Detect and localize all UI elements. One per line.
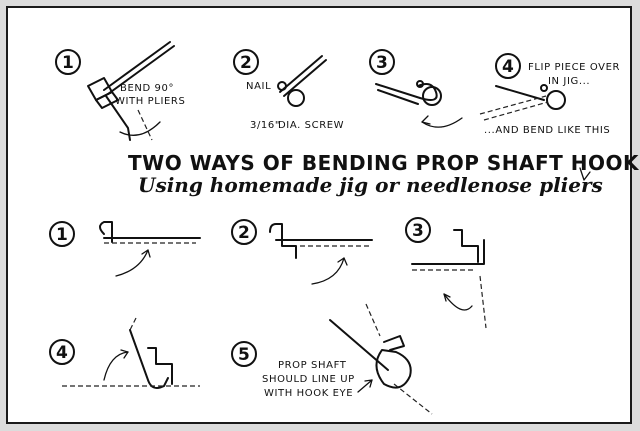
label: BEND 90° [120,83,174,94]
step-number: 2 [240,53,252,73]
step-number-circle [49,221,75,247]
wire [105,95,131,141]
arrow-head [337,257,348,266]
bottom-step-4: 4 [49,317,200,389]
diagram-title: TWO WAYS OF BENDING PROP SHAFT HOOKS [128,151,640,175]
arrow-head [443,293,451,302]
wire [269,223,297,259]
wire [453,229,479,263]
wire [129,329,169,389]
arrow-head [141,249,151,258]
wire [495,85,545,101]
pliers-jaw-icon [95,91,119,109]
bend-guide-dashed [479,95,547,115]
nail-icon [277,81,287,91]
bottom-step-2: 2 [231,219,373,285]
bend-guide-dashed [365,303,381,337]
hook-eye [375,349,412,389]
wire [99,221,113,243]
label: 3/16" [250,120,280,131]
screw-icon [422,86,442,106]
diagram-panel [6,6,632,424]
bend-arrow [119,121,161,136]
bend-guide-dashed [129,317,137,331]
bottom-step-1: 1 [49,221,201,277]
bend-arrow [311,257,345,285]
step-number: 4 [502,57,514,77]
step-number-circle [495,53,521,79]
step-number-circle [231,219,257,245]
step-number: 4 [56,343,68,363]
arrow-head [421,115,431,125]
bend-arrow [115,249,149,277]
label: SHOULD LINE UP [262,374,355,385]
bottom-step-5: 5 PROP SHAFT SHOULD LINE UP WITH HOOK EY… [231,303,433,415]
bend-guide-dashed [479,275,487,329]
arrow-head [120,349,129,359]
label: PROP SHAFT [278,360,347,371]
wire [147,347,173,385]
step-number: 5 [238,345,250,365]
wire [107,45,175,95]
step-number: 3 [412,221,424,241]
top-step-1: 1 BEND 90° WITH PLIERS [55,41,185,141]
step-number-circle [405,217,431,243]
nail-icon [416,80,424,88]
step-number: 1 [56,225,68,245]
label: ...AND BEND LIKE THIS [484,125,610,136]
label: WITH PLIERS [115,96,185,107]
wire [411,239,485,265]
label: FLIP PIECE OVER [528,62,620,73]
nail-icon [540,84,548,92]
prop-shaft [329,319,389,371]
wire [377,89,419,105]
arrow-head [364,379,373,388]
pliers-jaw-icon [87,77,113,101]
label: WITH HOOK EYE [264,388,353,399]
step-number-circle [49,339,75,365]
step-number: 2 [238,223,250,243]
screw-icon [287,89,305,107]
top-step-3: 3 [369,49,463,128]
wire [383,335,405,351]
bend-arrow [103,351,129,381]
screw-icon [546,90,566,110]
bottom-step-3: 3 [405,217,487,329]
step-number: 1 [62,53,74,73]
wire [103,41,171,91]
step-number-circle [369,49,395,75]
step-number-circle [233,49,259,75]
wire [283,59,327,97]
pointer-arrow [357,379,373,393]
label: IN JIG... [548,76,590,87]
top-step-4: 4 FLIP PIECE OVER IN JIG... ...AND BEND … [479,53,620,181]
arrow-icon [579,167,591,181]
step-number: 3 [376,53,388,73]
top-step-2: 2 NAIL 3/16" DIA. SCREW [233,49,344,131]
bend-arrow [443,293,473,311]
wire [375,83,438,101]
bend-guide-dashed [393,383,433,415]
bend-guide-dashed [483,101,549,121]
bend-guide-dashed [137,109,153,141]
step-number-circle [231,341,257,367]
step-number-circle [55,49,81,75]
label: NAIL [246,81,271,92]
diagram-subtitle: Using homemade jig or needlenose pliers [138,173,603,197]
bend-arrow [421,117,463,128]
label: DIA. SCREW [278,120,344,131]
